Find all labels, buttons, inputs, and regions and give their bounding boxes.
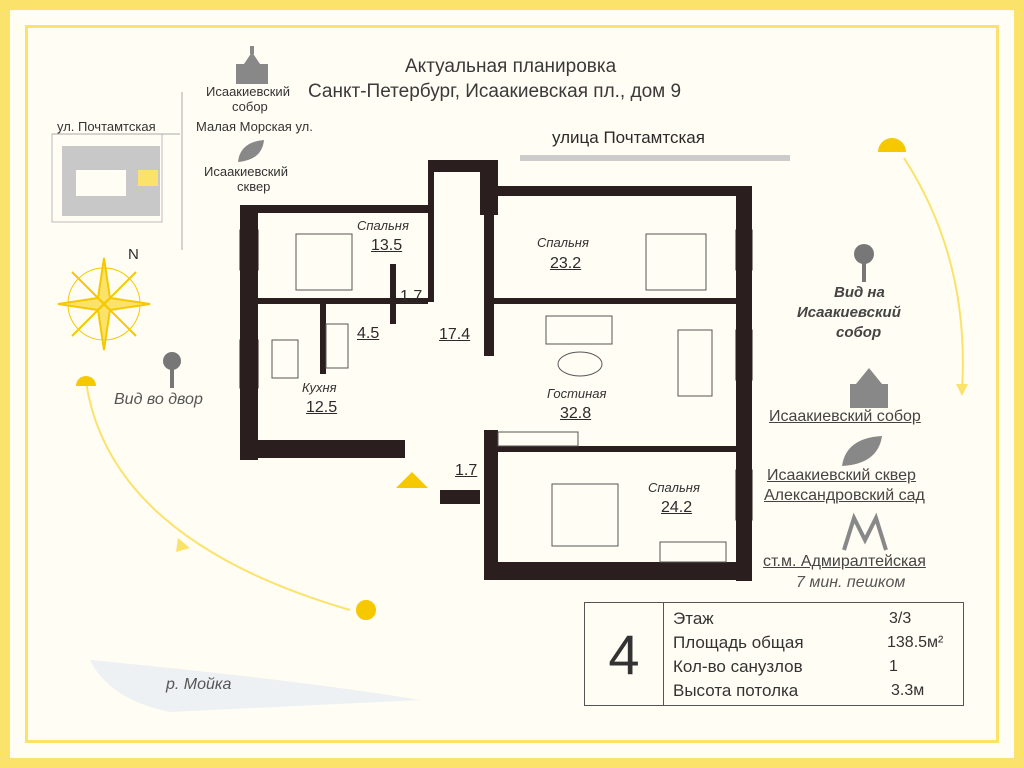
sun-path-arrow-left	[176, 538, 190, 552]
cathedral-icon	[850, 368, 888, 408]
wardrobe-2	[659, 541, 727, 563]
info-label-area: Площадь общая	[673, 633, 804, 652]
cathedral-view-line2: Исаакиевский	[797, 304, 901, 321]
room-name-bedroom-1: Спальня	[357, 218, 409, 233]
legend-cathedral-line1: Исаакиевский	[206, 84, 290, 99]
yard-view-pin	[163, 352, 181, 388]
room-area-bathroom: 4.5	[357, 325, 380, 342]
bed-2	[645, 233, 707, 291]
room-name-bedroom-3: Спальня	[648, 480, 700, 495]
room-area-bedroom-2: 23.2	[550, 255, 582, 272]
info-label-floor: Этаж	[673, 609, 714, 628]
sun-rising-left	[76, 376, 96, 386]
plan-street-label: улица Почтамтская	[552, 128, 705, 147]
info-box: 4 Этаж 3/3 Площадь общая 138.5м² Кол-во …	[584, 602, 964, 706]
apartment-marker	[138, 170, 158, 186]
place-garden[interactable]: Александровский сад	[764, 487, 925, 504]
metro-walk-time: 7 мин. пешком	[796, 574, 906, 591]
place-metro[interactable]: ст.м. Адмиралтейская	[763, 553, 926, 570]
room-name-kitchen: Кухня	[302, 380, 337, 395]
room-area-corridor: 1.7	[455, 462, 478, 479]
place-square[interactable]: Исаакиевский сквер	[767, 467, 916, 484]
place-cathedral[interactable]: Исаакиевский собор	[769, 408, 921, 425]
dining-table	[677, 329, 713, 397]
room-name-living: Гостиная	[547, 386, 607, 401]
furniture	[271, 233, 727, 563]
leaf-icon	[842, 436, 882, 466]
kitchen-table	[271, 339, 299, 379]
info-value-ceiling: 3.3м	[891, 682, 925, 699]
wardrobe	[497, 431, 579, 447]
room-area-hall: 17.4	[439, 326, 471, 343]
bed-1	[295, 233, 353, 291]
site-map	[51, 92, 183, 250]
sun-path-arrow-right	[956, 384, 968, 396]
room-area-kitchen: 12.5	[306, 399, 338, 416]
title-line-2: Санкт-Петербург, Исаакиевская пл., дом 9	[308, 81, 682, 102]
room-area-living: 32.8	[560, 405, 592, 422]
windows	[239, 229, 753, 521]
info-value-area: 138.5м²	[887, 634, 944, 651]
bath	[325, 323, 349, 369]
sun-path-left	[85, 381, 351, 611]
courtyard	[76, 170, 126, 196]
legend-cathedral-line2: собор	[232, 99, 268, 114]
sun-icon-top	[878, 138, 906, 152]
cathedral-view-line3: собор	[836, 324, 882, 341]
interior-walls	[258, 172, 736, 452]
room-name-bedroom-2: Спальня	[537, 235, 589, 250]
cathedral-view-line1: Вид на	[834, 284, 885, 301]
exterior-walls	[240, 160, 752, 581]
info-value-bathrooms: 1	[889, 658, 898, 675]
room-area-bedroom-3: 24.2	[661, 499, 693, 516]
yard-view-label: Вид во двор	[114, 391, 203, 408]
cathedral-view-pin	[854, 244, 874, 282]
legend-square-line2: сквер	[237, 179, 271, 194]
title-line-1: Актуальная планировка	[405, 56, 617, 77]
room-area-bedroom-1: 13.5	[371, 237, 403, 254]
cathedral-legend-icon	[236, 46, 268, 84]
metro-icon	[842, 512, 888, 551]
room-area-wc: 1.7	[400, 288, 423, 305]
legend-square-line1: Исаакиевский	[204, 164, 288, 179]
street-side-label: Малая Морская ул.	[196, 119, 313, 134]
street-top-label: ул. Почтамтская	[57, 119, 156, 134]
info-label-ceiling: Высота потолка	[673, 681, 799, 700]
compass-rose	[57, 257, 151, 351]
bed-3	[551, 483, 619, 547]
info-value-floor: 3/3	[889, 610, 912, 627]
entrance-marker	[396, 472, 428, 488]
north-label: N	[128, 246, 139, 263]
rooms-count: 4	[585, 603, 664, 705]
leaf-legend-icon	[238, 140, 264, 162]
info-label-bathrooms: Кол-во санузлов	[673, 657, 803, 676]
sun-icon-bottom	[356, 600, 376, 620]
sun-path-right	[903, 157, 964, 391]
coffee-table	[557, 351, 603, 377]
sofa	[545, 315, 613, 345]
river-shape	[90, 660, 420, 712]
inner-border	[25, 25, 999, 743]
river-label: р. Мойка	[166, 676, 232, 693]
